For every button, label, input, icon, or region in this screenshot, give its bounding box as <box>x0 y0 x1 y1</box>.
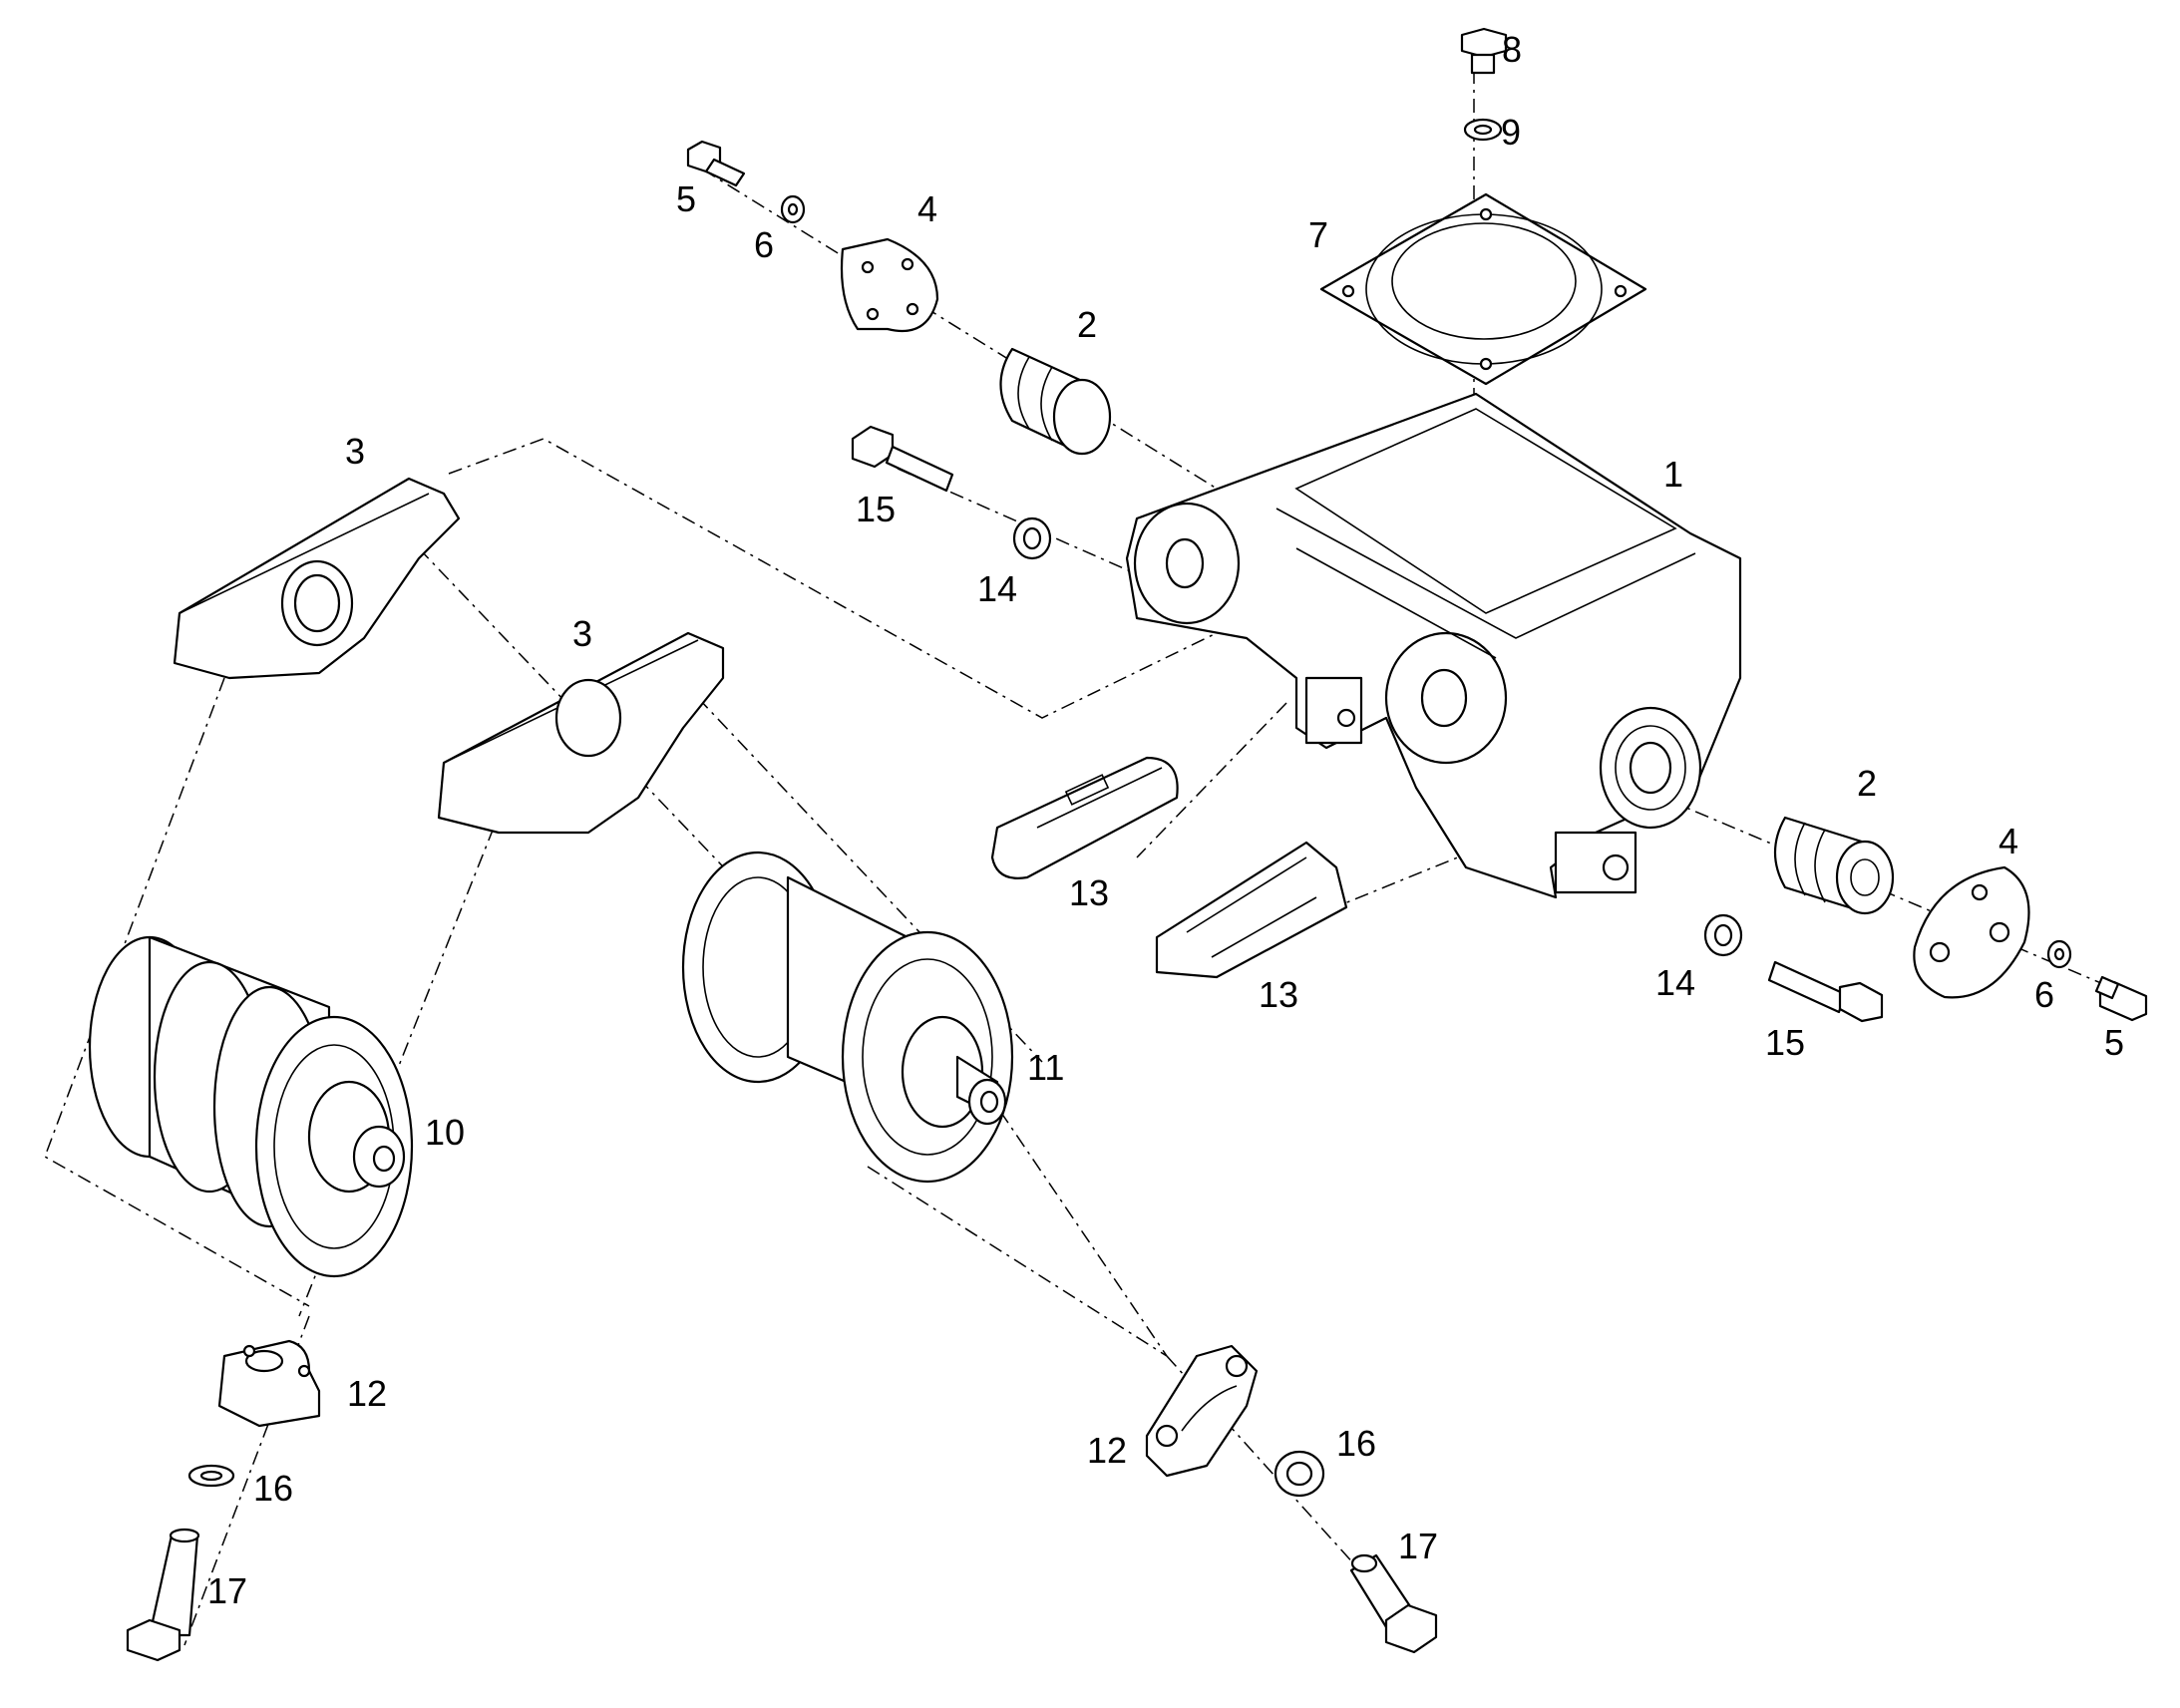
end-cap-4-upper-part <box>840 237 939 333</box>
callout-9: 9 <box>1501 112 1521 153</box>
callout-16: 16 <box>253 1468 293 1509</box>
callout-17: 17 <box>1398 1526 1438 1566</box>
end-cap-4-lower-part <box>1913 865 2030 999</box>
callout-1: 1 <box>1663 454 1683 495</box>
callout-17: 17 <box>207 1570 247 1611</box>
clamp-12-left-part <box>217 1339 321 1428</box>
callout-6: 6 <box>754 224 774 265</box>
callout-4: 4 <box>917 188 937 229</box>
callout-10: 10 <box>425 1112 465 1153</box>
callout-3: 3 <box>572 613 592 654</box>
bolt-17-left-part <box>126 1528 200 1662</box>
washer-16-left-part <box>187 1464 235 1488</box>
slider-pad-13-lower-part <box>1155 841 1348 979</box>
washer-6-lower-part <box>2046 939 2072 969</box>
bolt-8-part <box>1460 27 1508 75</box>
bushing-2-lower-part <box>1774 816 1895 915</box>
bracket-3-lower-part <box>437 631 725 835</box>
callout-4: 4 <box>1998 821 2018 861</box>
bushing-2-upper-part <box>999 347 1112 456</box>
callout-labels: 1 2 2 3 3 4 4 5 5 6 6 7 8 9 10 11 12 12 … <box>207 29 2124 1611</box>
callout-16: 16 <box>1336 1423 1376 1464</box>
callout-15: 15 <box>856 489 896 529</box>
bracket-3-upper-part <box>173 477 461 680</box>
bolt-5-lower-part <box>2094 975 2148 1022</box>
callout-5: 5 <box>2104 1022 2124 1063</box>
callout-14: 14 <box>1655 962 1695 1003</box>
callout-15: 15 <box>1765 1022 1805 1063</box>
washer-14-upper-part <box>1012 516 1052 560</box>
callout-5: 5 <box>676 178 696 219</box>
callout-2: 2 <box>1857 763 1877 804</box>
bolt-15-upper-part <box>851 425 954 493</box>
clamp-12-right-part <box>1145 1344 1259 1478</box>
bolt-5-upper-part <box>686 140 746 187</box>
bolt-17-right-part <box>1349 1553 1438 1654</box>
callout-3: 3 <box>345 431 365 472</box>
washer-6-upper-part <box>780 194 806 224</box>
bogie-frame-1-part <box>1125 392 1742 899</box>
cover-plate-7-part <box>1319 192 1647 386</box>
callout-12: 12 <box>1087 1430 1127 1471</box>
callout-13: 13 <box>1069 872 1109 913</box>
slider-pad-13-upper-part <box>990 756 1179 879</box>
bolt-15-lower-part <box>1767 960 1884 1023</box>
callout-13: 13 <box>1259 974 1298 1015</box>
callout-6: 6 <box>2034 974 2054 1015</box>
washer-16-right-part <box>1273 1450 1325 1498</box>
callout-2: 2 <box>1077 304 1097 345</box>
roller-11-part <box>681 851 1014 1184</box>
callout-8: 8 <box>1502 29 1522 70</box>
callout-11: 11 <box>1027 1047 1064 1088</box>
washer-9-part <box>1463 118 1503 142</box>
washer-14-lower-part <box>1703 913 1743 957</box>
callout-7: 7 <box>1308 214 1328 255</box>
callout-12: 12 <box>347 1373 387 1414</box>
roller-10-part <box>88 935 414 1278</box>
callout-14: 14 <box>977 568 1017 609</box>
